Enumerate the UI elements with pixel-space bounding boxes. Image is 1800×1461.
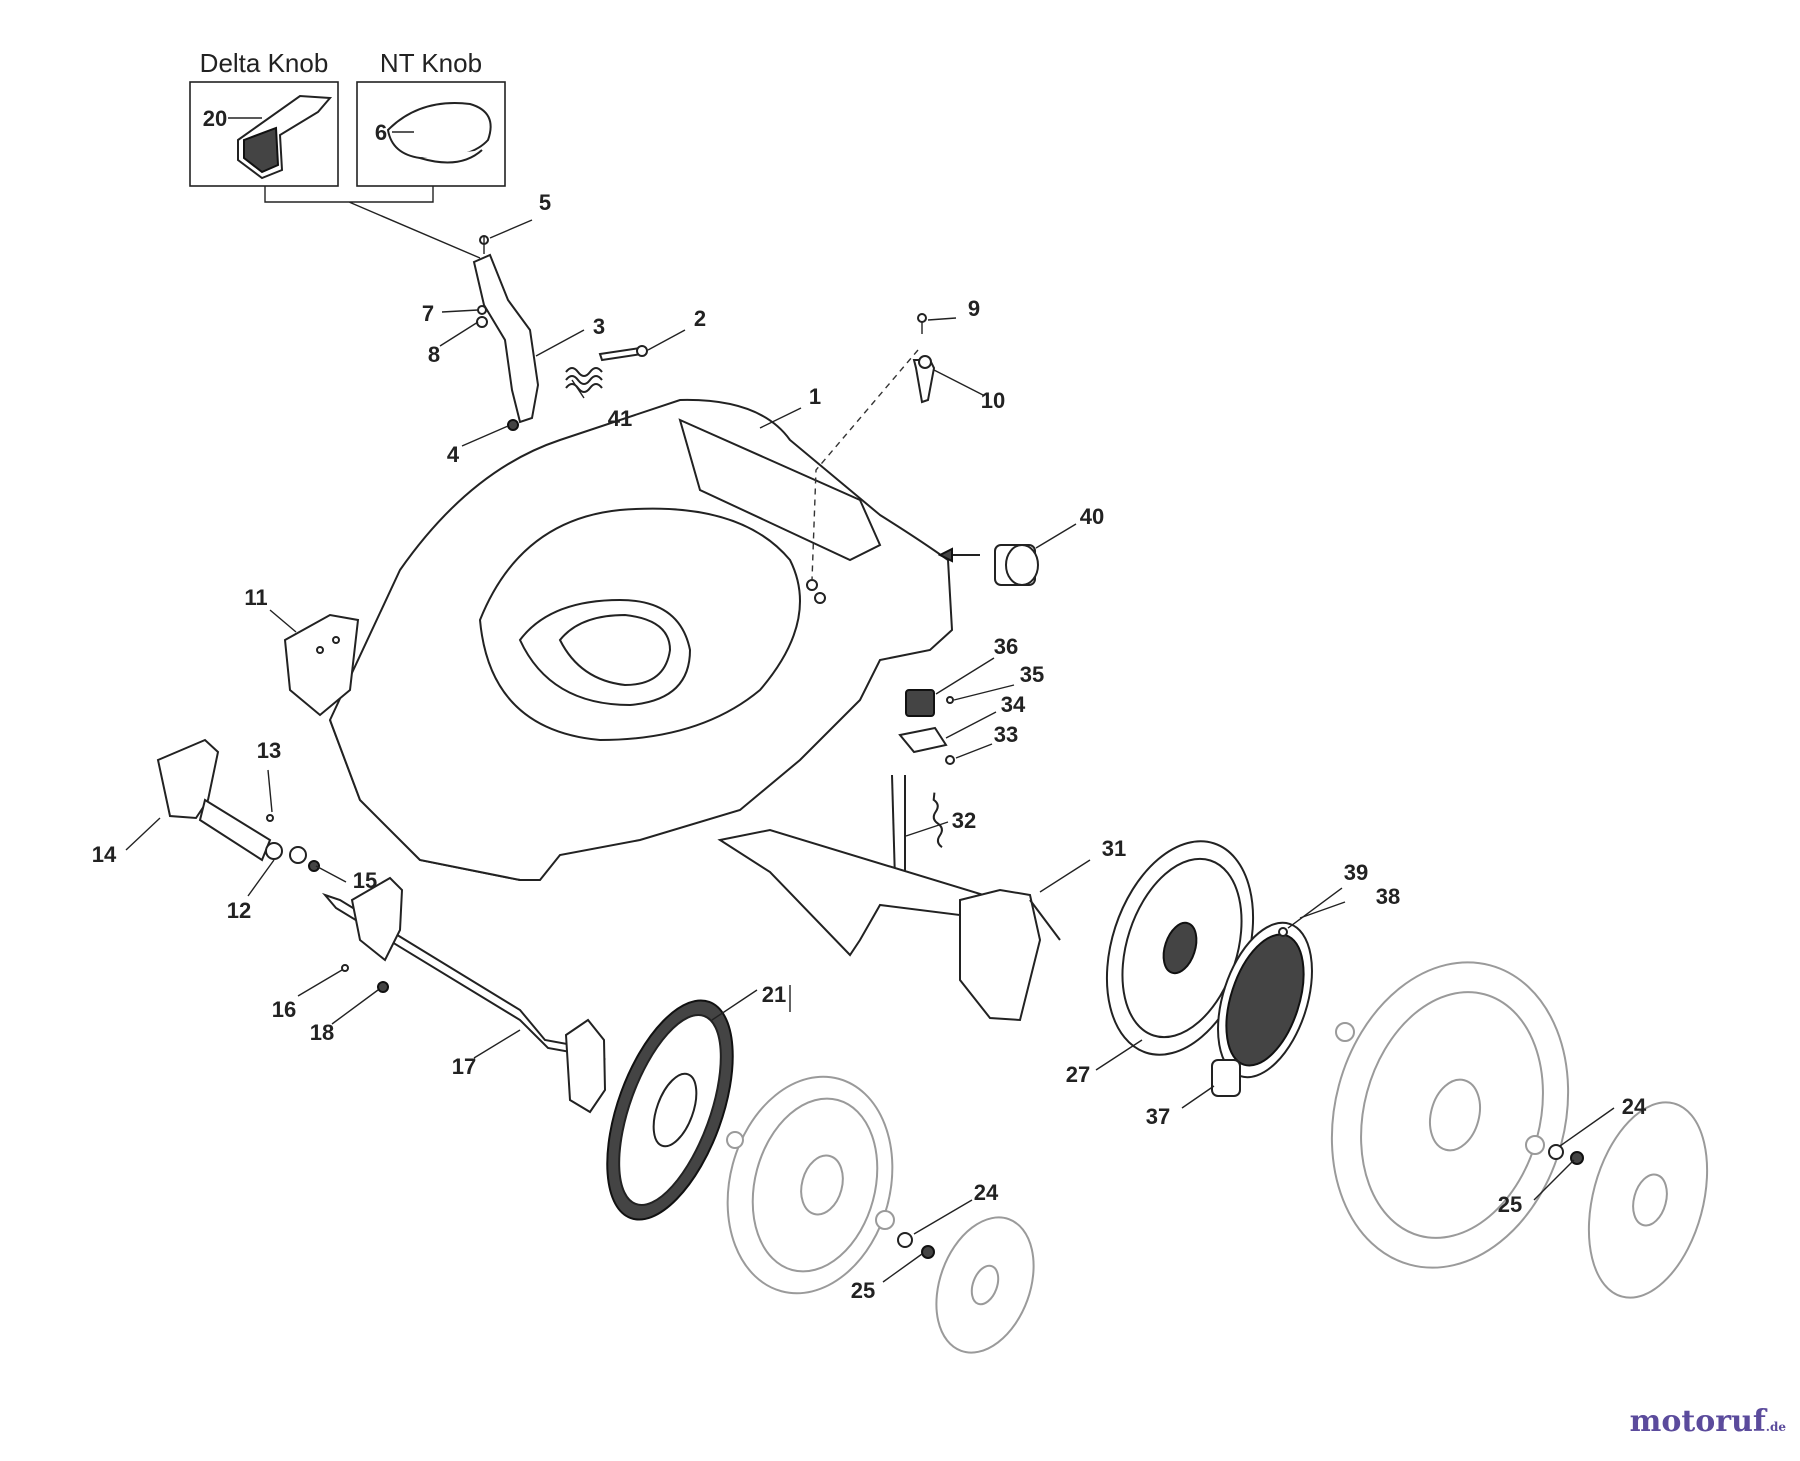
callout-7: 7	[422, 301, 434, 326]
callout-38: 38	[1376, 884, 1400, 909]
callout-33: 33	[994, 722, 1018, 747]
callout-16: 16	[272, 997, 296, 1022]
callout-20: 20	[203, 106, 227, 131]
callout-40: 40	[1080, 504, 1104, 529]
callout-37: 37	[1146, 1104, 1170, 1129]
callout-24-front: 24	[974, 1180, 999, 1205]
callout-6: 6	[375, 120, 387, 145]
callout-5: 5	[539, 190, 551, 215]
callout-39: 39	[1344, 860, 1368, 885]
gear-40	[937, 544, 1039, 586]
callout-32: 32	[952, 808, 976, 833]
callout-12: 12	[227, 898, 251, 923]
leader-lines	[125, 117, 1615, 1283]
callout-13: 13	[257, 738, 281, 763]
callout-10: 10	[981, 388, 1005, 413]
watermark-tld: .de	[1765, 1420, 1786, 1434]
callout-34: 34	[1001, 692, 1026, 717]
callout-17: 17	[452, 1054, 476, 1079]
callout-18: 18	[310, 1020, 334, 1045]
spring-32	[891, 774, 943, 881]
front-axle-17	[321, 876, 607, 1114]
delta-knob-part	[237, 94, 333, 180]
callout-41: 41	[608, 406, 632, 431]
rear-wheel	[1330, 961, 1709, 1299]
delta-knob-title: Delta Knob	[200, 48, 329, 78]
watermark-brand: motoruf	[1629, 1404, 1766, 1439]
callout-9: 9	[968, 296, 980, 321]
callout-25-rear: 25	[1498, 1192, 1522, 1217]
rear-axle-31	[717, 828, 1061, 1022]
callout-14: 14	[92, 842, 117, 867]
callout-4: 4	[447, 442, 460, 467]
nt-knob-box	[356, 81, 506, 187]
callout-3: 3	[593, 314, 605, 339]
callout-2: 2	[694, 306, 706, 331]
callout-1: 1	[809, 384, 821, 409]
bracket-11	[283, 613, 360, 717]
callout-31: 31	[1102, 836, 1126, 861]
knob-bracket	[264, 186, 481, 259]
nt-knob-title: NT Knob	[380, 48, 482, 78]
callout-36: 36	[994, 634, 1018, 659]
site-watermark: motoruf.de	[1630, 1404, 1786, 1439]
front-wheel-disc-21	[606, 999, 734, 1221]
callout-15: 15	[353, 868, 377, 893]
height-lever-assembly	[472, 235, 648, 431]
rear-drive-gear	[1105, 840, 1313, 1097]
callout-11: 11	[244, 585, 267, 610]
callout-25-front: 25	[851, 1278, 875, 1303]
callout-21: 21	[762, 982, 786, 1007]
front-wheel	[726, 1075, 1035, 1354]
mower-deck	[328, 349, 954, 881]
handle-lever-14	[156, 738, 320, 872]
callout-27: 27	[1066, 1062, 1090, 1087]
nt-knob-part	[386, 102, 492, 164]
callout-labels: 20 6 5 7 8 3 2 41 4 1 9 10 40 11 36 35 3…	[92, 106, 1647, 1303]
callout-35: 35	[1020, 662, 1044, 687]
knob-options: Delta Knob NT Knob	[189, 48, 506, 259]
callout-8: 8	[428, 342, 440, 367]
clip-assembly	[898, 689, 955, 765]
delta-knob-box	[189, 81, 339, 187]
callout-24-rear: 24	[1622, 1094, 1647, 1119]
shaft-9-10	[912, 313, 936, 404]
